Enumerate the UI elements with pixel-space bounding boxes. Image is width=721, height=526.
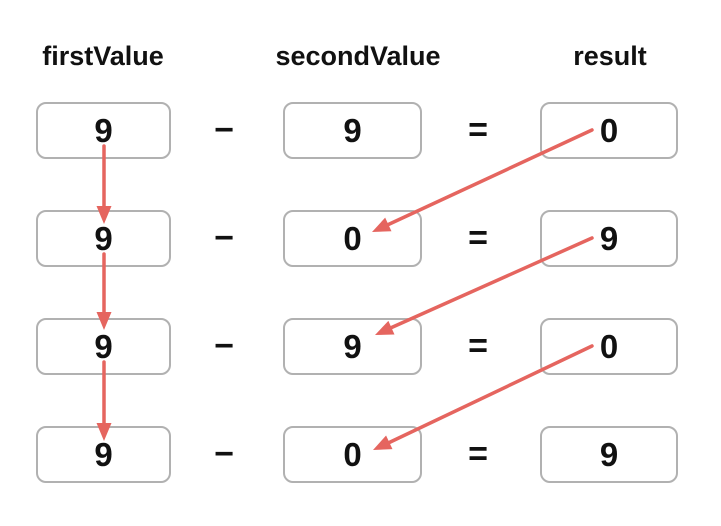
equals-operator-row2: =: [468, 219, 488, 257]
minus-operator-row3: −: [214, 327, 234, 365]
column-header-result: result: [573, 41, 647, 71]
result-box-row3: 0: [540, 318, 678, 375]
firstvalue-box-row1: 9: [36, 102, 171, 159]
equals-operator-row3: =: [468, 327, 488, 365]
secondvalue-box-row2: 0: [283, 210, 422, 267]
equals-operator-row4: =: [468, 435, 488, 473]
secondvalue-box-row1: 9: [283, 102, 422, 159]
column-header-firstvalue: firstValue: [42, 41, 164, 71]
equals-operator-row1: =: [468, 111, 488, 149]
secondvalue-box-row3: 9: [283, 318, 422, 375]
column-header-secondvalue: secondValue: [275, 41, 441, 71]
secondvalue-box-row4: 0: [283, 426, 422, 483]
minus-operator-row2: −: [214, 219, 234, 257]
minus-operator-row4: −: [214, 435, 234, 473]
result-box-row2: 9: [540, 210, 678, 267]
firstvalue-box-row4: 9: [36, 426, 171, 483]
result-box-row1: 0: [540, 102, 678, 159]
result-box-row4: 9: [540, 426, 678, 483]
minus-operator-row1: −: [214, 111, 234, 149]
firstvalue-box-row2: 9: [36, 210, 171, 267]
firstvalue-box-row3: 9: [36, 318, 171, 375]
